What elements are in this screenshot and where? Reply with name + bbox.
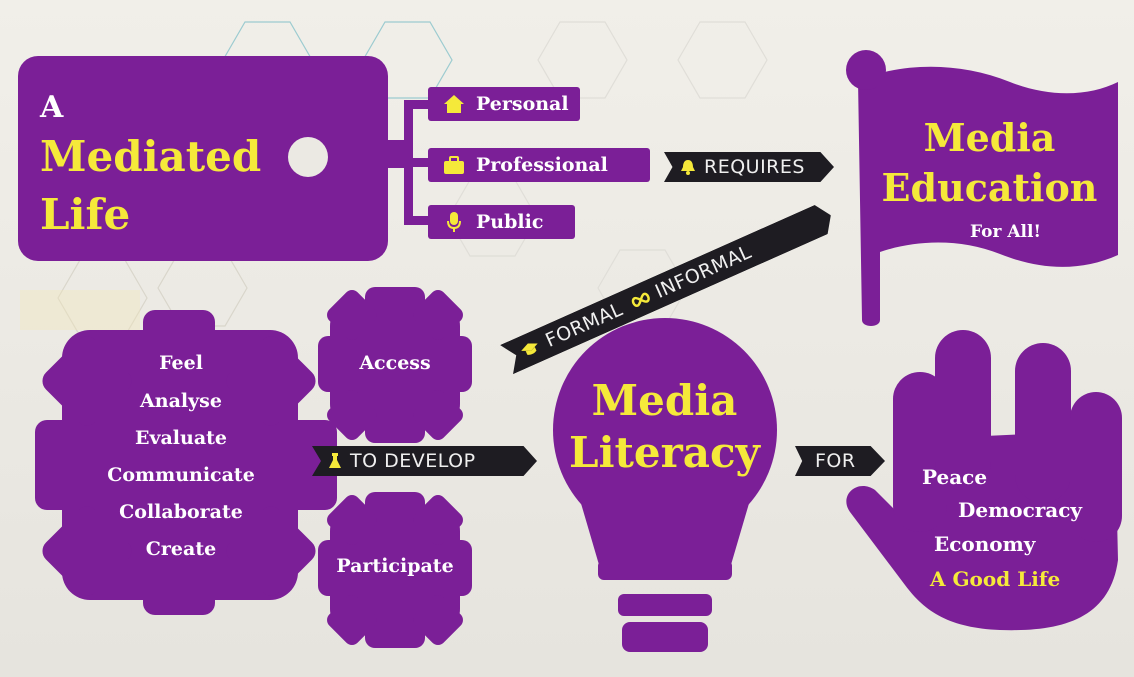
participate-gear-shape [318, 492, 472, 648]
gear-word-feel: Feel [159, 352, 203, 374]
gear-word-communicate: Communicate [107, 464, 255, 486]
requires-banner: REQUIRES [664, 152, 834, 182]
flag-knob [846, 50, 886, 90]
hand-shape [846, 330, 1122, 631]
house-icon [442, 92, 466, 116]
formal-informal-banner: FORMAL INFORMAL [500, 201, 837, 375]
bulb-title-media: Media [591, 376, 738, 425]
branch-label-professional: Professional [476, 154, 608, 176]
hand-word-democracy: Democracy [958, 498, 1083, 522]
gear-word-collaborate: Collaborate [119, 501, 243, 523]
branch-label-personal: Personal [476, 93, 569, 115]
branch-personal: Personal [428, 87, 580, 121]
gear-word-create: Create [145, 538, 217, 560]
tag-title-mediated: Mediated [40, 132, 262, 181]
gear-word-participate: Participate [336, 555, 454, 577]
flag-shape [858, 66, 1118, 327]
big-gear-shape [35, 310, 337, 615]
tag-connectors [380, 100, 434, 225]
gear-word-access: Access [359, 352, 431, 374]
access-gear-shape [318, 287, 472, 443]
tag-hole [288, 137, 328, 177]
tag-title-a: A [40, 90, 64, 125]
develop-banner: TO DEVELOP [312, 446, 537, 476]
gear-word-analyse: Analyse [140, 390, 222, 412]
develop-label: TO DEVELOP [350, 450, 476, 472]
infinity-icon [628, 290, 653, 310]
flag-title-media: Media [923, 115, 1056, 160]
briefcase-icon [442, 153, 466, 177]
for-label: FOR [815, 450, 856, 472]
microphone-icon [442, 210, 466, 234]
graduation-cap-icon [518, 338, 543, 361]
branch-label-public: Public [476, 211, 544, 233]
tag-title-life: Life [40, 190, 131, 239]
hand-word-economy: Economy [934, 532, 1036, 556]
flag-title-education: Education [881, 165, 1098, 210]
flask-icon [328, 452, 342, 470]
hand-word-good-life: A Good Life [930, 567, 1061, 591]
bulb-shape [553, 318, 777, 652]
bulb-title-literacy: Literacy [569, 428, 760, 477]
branch-professional: Professional [428, 148, 650, 182]
hand-word-peace: Peace [922, 465, 988, 489]
for-banner: FOR [795, 446, 885, 476]
flag-subtitle: For All! [970, 222, 1041, 242]
requires-label: REQUIRES [704, 156, 805, 178]
bell-icon [680, 159, 696, 175]
branch-public: Public [428, 205, 575, 239]
gear-word-evaluate: Evaluate [134, 427, 228, 449]
